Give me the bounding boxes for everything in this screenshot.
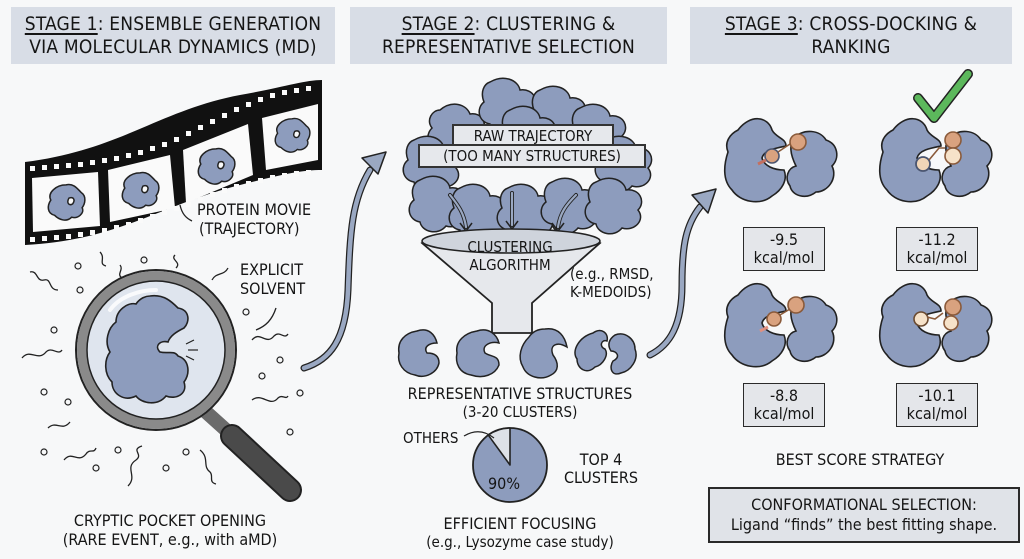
stage-3-header: STAGE 3: CROSS-DOCKING & RANKING (690, 7, 1012, 64)
representatives-subtitle: (3-20 CLUSTERS) (462, 403, 578, 421)
method-note: (e.g., RMSD, K-MEDOIDS) (570, 265, 654, 301)
solvent-dots (40, 256, 304, 472)
strategy-label: BEST SCORE STRATEGY (775, 450, 945, 469)
representative-4 (574, 329, 637, 375)
raw-trajectory-sublabel: (TOO MANY STRUCTURES) (418, 144, 646, 168)
pose-2-score: -11.2 (918, 230, 956, 249)
pose-2-score-box: -11.2 kcal/mol (896, 227, 978, 271)
stage-2-number: STAGE 2 (401, 12, 475, 35)
ligand-ring (789, 133, 807, 151)
solvent-molecules (21, 251, 289, 487)
pocket-motion-lines (185, 339, 198, 361)
pocket-subtitle: (RARE EVENT, e.g., with aMD) (62, 530, 278, 549)
pose-4-score: -10.1 (918, 386, 956, 405)
representative-structures (397, 328, 637, 379)
docking-poses (723, 69, 993, 368)
magnifier-protein (104, 294, 189, 404)
representative-1 (397, 329, 440, 377)
focus-title: EFFICIENT FOCUSING (443, 514, 597, 533)
pose-1 (723, 117, 838, 203)
conclusion-text: Ligand “finds” the best fitting shape. (730, 515, 998, 534)
arrow-head (691, 188, 717, 214)
stage-2-header: STAGE 2: CLUSTERING & REPRESENTATIVE SEL… (350, 7, 667, 64)
pose-3 (723, 282, 838, 368)
representatives-title: REPRESENTATIVE STRUCTURES (407, 384, 633, 403)
pie-main-label: TOP 4 CLUSTERS (564, 450, 638, 487)
conclusion-title: CONFORMATIONAL SELECTION: (751, 495, 977, 514)
pose-3-score-box: -8.8 kcal/mol (743, 383, 825, 427)
pose-4-score-box: -10.1 kcal/mol (896, 383, 978, 427)
pocket-caption: CRYPTIC POCKET OPENING (RARE EVENT, e.g.… (20, 511, 320, 549)
stage-3-title-line2: RANKING (811, 35, 891, 58)
representatives-caption: REPRESENTATIVE STRUCTURES (3-20 CLUSTERS… (370, 384, 670, 422)
film-sprockets-top (30, 86, 311, 171)
ligand-ring (913, 311, 929, 327)
focus-caption: EFFICIENT FOCUSING (e.g., Lysozyme case … (370, 514, 670, 552)
conclusion-box: CONFORMATIONAL SELECTION: Ligand “finds”… (708, 487, 1020, 543)
film-protein-1 (47, 183, 86, 221)
stage-2-title-line1: : CLUSTERING & (474, 12, 616, 35)
funnel-label: CLUSTERING ALGORITHM (467, 238, 553, 274)
pose-1-unit: kcal/mol (753, 248, 815, 267)
pocket-title: CRYPTIC POCKET OPENING (73, 511, 267, 530)
pose-2 (878, 117, 993, 203)
film-callout-line (179, 204, 193, 222)
flow-arrow-1-to-2 (300, 151, 387, 372)
pose-3-score: -8.8 (769, 386, 799, 405)
pose-1-score-box: -9.5 kcal/mol (743, 227, 825, 271)
funnel (420, 191, 602, 334)
ligand-ring (766, 311, 782, 327)
ligand-ring (764, 148, 780, 164)
film-label: PROTEIN MOVIE (TRAJECTORY) (197, 200, 312, 238)
arrow-head (361, 151, 387, 175)
stage-2-title-line2: REPRESENTATIVE SELECTION (381, 35, 636, 58)
pie-others-pointer (463, 431, 495, 439)
ligand-ring (915, 156, 931, 172)
stage-3-title-line1: : CROSS-DOCKING & (797, 12, 978, 35)
film-body (25, 80, 322, 245)
pose-4 (878, 282, 993, 368)
stage-1-title-line2: VIA MOLECULAR DYNAMICS (MD) (29, 35, 317, 58)
flow-arrow-2-to-3 (646, 188, 717, 359)
ligand-ring (943, 315, 959, 331)
funnel-rim (421, 228, 601, 254)
stage-3-number: STAGE 3 (724, 12, 798, 35)
ligand-ring (787, 296, 805, 314)
pie-others-label: OTHERS (403, 429, 459, 447)
focus-subtitle: (e.g., Lysozyme case study) (426, 533, 614, 551)
ligand-ring (944, 298, 962, 316)
film-protein-2 (121, 171, 160, 209)
pose-4-unit: kcal/mol (906, 404, 968, 423)
solvent-callout-line (255, 307, 277, 331)
ligand-ring (944, 147, 962, 165)
stage-1-header: STAGE 1: ENSEMBLE GENERATION VIA MOLECUL… (11, 7, 335, 64)
representative-2 (455, 329, 501, 378)
ligand-ring (944, 131, 962, 149)
solvent-label: EXPLICIT SOLVENT (240, 260, 306, 298)
stage-1-number: STAGE 1 (24, 12, 98, 35)
representative-3 (519, 328, 569, 379)
magnifier-handle-neck (199, 405, 233, 437)
pie-main-percent: 90% (488, 474, 520, 493)
magnifier-scene (21, 251, 304, 502)
stage-1-title-line1: : ENSEMBLE GENERATION (97, 12, 322, 35)
film-sprockets-bottom (30, 170, 311, 242)
pose-2-unit: kcal/mol (906, 248, 968, 267)
pose-1-score: -9.5 (769, 230, 799, 249)
pose-3-unit: kcal/mol (753, 404, 815, 423)
film-protein-3 (197, 147, 236, 185)
film-strip (25, 80, 322, 245)
